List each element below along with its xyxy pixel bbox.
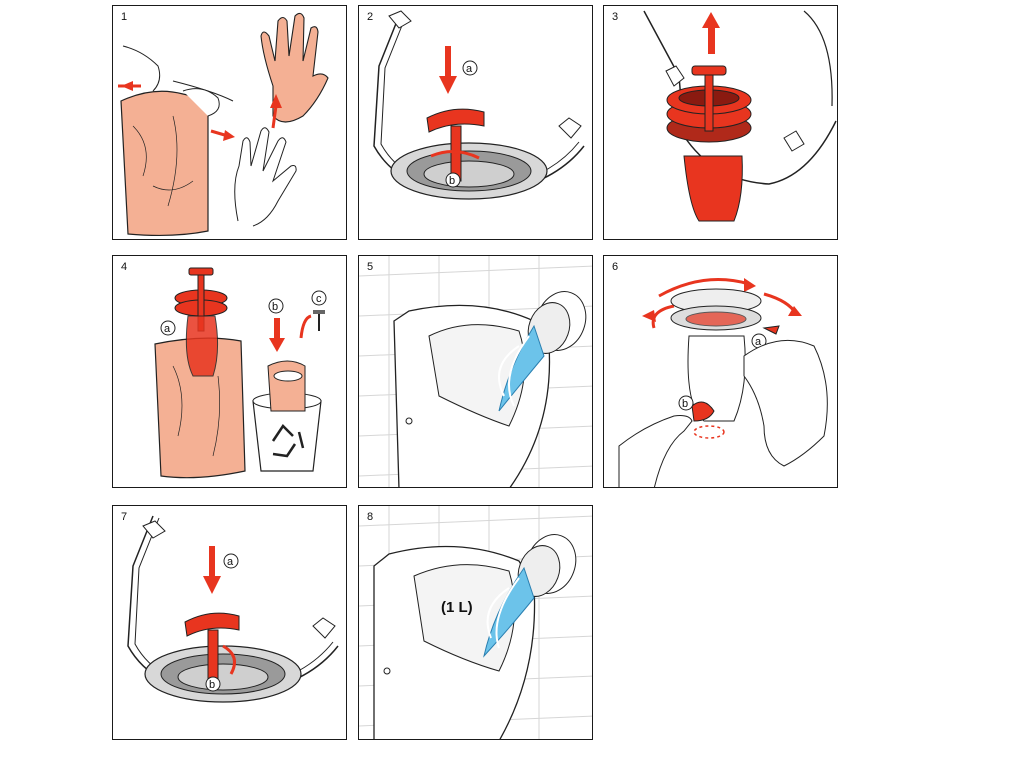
label-b: b [272, 301, 278, 313]
label-a: a [227, 556, 234, 568]
step-3-panel: 3 [603, 5, 838, 240]
step-number: 7 [121, 511, 128, 523]
step-1-panel: 1 [112, 5, 347, 240]
step-1-illustration [118, 12, 329, 237]
volume-label: (1 L) [441, 599, 473, 616]
step-number: 3 [612, 11, 619, 23]
step-4-panel: 4 a b c [112, 255, 347, 488]
step-4-illustration: a b c [154, 267, 327, 479]
step-number: 8 [367, 511, 374, 523]
step-number: 6 [612, 261, 619, 273]
label-a: a [164, 323, 171, 335]
step-number: 4 [121, 261, 128, 273]
label-b: b [682, 398, 688, 410]
step-2-panel: 2 a b [358, 5, 593, 240]
step-8-panel: 8 (1 L) [358, 505, 593, 740]
step-2-illustration: a b [373, 10, 585, 200]
step-5-illustration [359, 256, 592, 487]
step-6-panel: 6 a b [603, 255, 838, 488]
step-7-panel: 7 a b [112, 505, 347, 740]
label-b: b [209, 679, 215, 691]
step-number: 2 [367, 11, 374, 23]
label-b: b [449, 175, 455, 187]
step-5-panel: 5 [358, 255, 593, 488]
step-3-illustration [643, 10, 837, 222]
step-6-illustration: a b [618, 278, 828, 487]
step-7-illustration: a b [127, 515, 339, 703]
label-a: a [466, 63, 473, 75]
label-c: c [316, 293, 322, 305]
label-a: a [755, 336, 762, 348]
step-number: 5 [367, 261, 374, 273]
step-number: 1 [121, 11, 128, 23]
step-8-illustration: (1 L) [359, 506, 592, 739]
